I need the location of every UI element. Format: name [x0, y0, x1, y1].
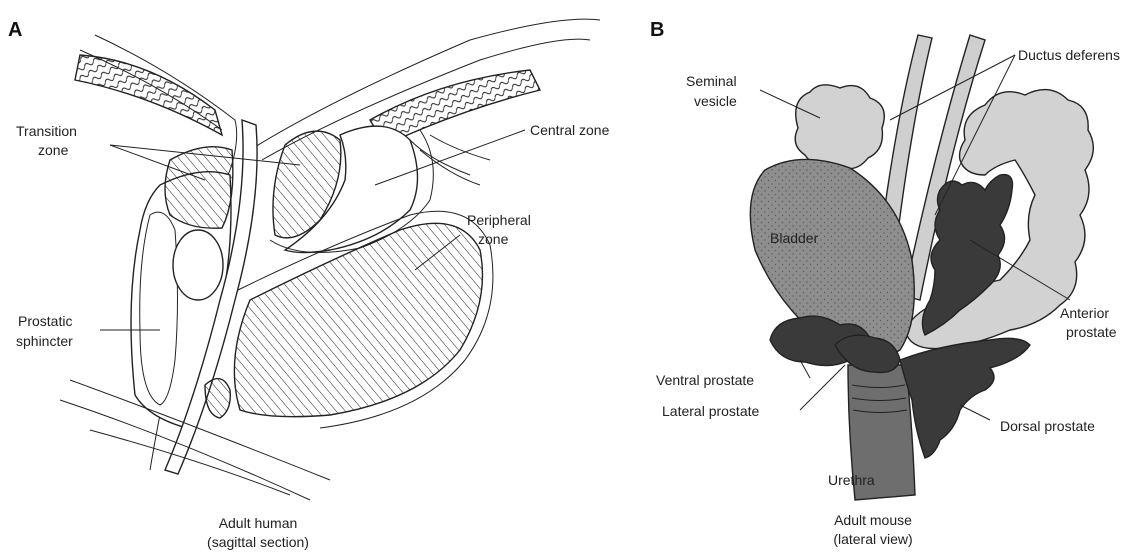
panel-b-letter: B — [650, 19, 664, 41]
label-bladder: Bladder — [770, 230, 819, 246]
panel-a-letter: A — [8, 19, 22, 41]
label-anterior-prostate-line1: Anterior — [1060, 305, 1109, 321]
fibrous-tissue — [410, 135, 490, 185]
label-lateral-prostate: Lateral prostate — [662, 403, 759, 419]
caption-b-line1: Adult mouse — [834, 512, 912, 528]
label-prostatic-sphincter-line1: Prostatic — [18, 313, 72, 329]
label-seminal-vesicle-line1: Seminal — [686, 73, 737, 89]
label-peripheral-zone-line2: zone — [478, 231, 509, 247]
caption-a-line2: (sagittal section) — [207, 534, 309, 550]
label-seminal-vesicle-line2: vesicle — [694, 93, 737, 109]
caption-b-line2: (lateral view) — [833, 531, 912, 547]
dorsal-prostate — [900, 338, 1030, 458]
label-peripheral-zone-line1: Peripheral — [467, 212, 531, 228]
label-dorsal-prostate: Dorsal prostate — [1000, 418, 1095, 434]
seminal-vesicle-left — [795, 85, 884, 169]
peripheral-zone — [234, 223, 482, 416]
label-ductus-deferens: Ductus deferens — [1018, 47, 1120, 63]
transition-zone-left — [165, 147, 233, 229]
label-transition-zone-line1: Transition — [16, 123, 77, 139]
caption-a-line1: Adult human — [219, 515, 298, 531]
panel-b: B Seminal vesicle — [650, 19, 1120, 547]
utricle-oval — [173, 230, 223, 300]
lower-hatched-piece — [205, 379, 230, 418]
panel-a: A — [8, 19, 610, 550]
label-ventral-prostate: Ventral prostate — [656, 372, 754, 388]
label-central-zone: Central zone — [530, 122, 610, 138]
label-urethra: Urethra — [828, 472, 875, 488]
label-transition-zone-line2: zone — [38, 142, 69, 158]
label-prostatic-sphincter-line2: sphincter — [16, 333, 73, 349]
label-anterior-prostate-line2: prostate — [1066, 324, 1117, 340]
